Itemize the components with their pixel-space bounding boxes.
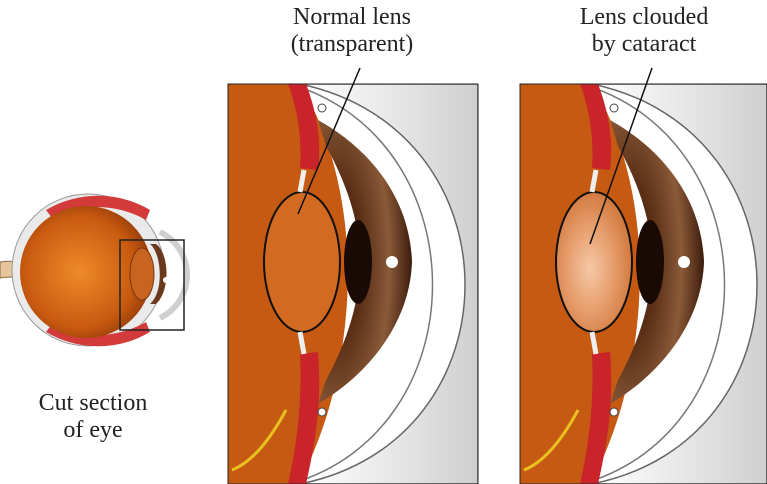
clouded-lens-label-line1: Lens clouded xyxy=(524,4,764,31)
clouded-lens-label-line2: by cataract xyxy=(524,31,764,58)
cut-section-label-line1: Cut section xyxy=(8,390,178,417)
cut-section-eye xyxy=(0,194,187,346)
clouded-lens-label: Lens clouded by cataract xyxy=(524,4,764,58)
small-highlight xyxy=(163,277,169,283)
normal-lens-label-line1: Normal lens xyxy=(232,4,472,31)
pupil xyxy=(344,220,372,304)
small-lens xyxy=(130,248,154,300)
clouded-lens xyxy=(556,192,632,332)
pupil-highlight xyxy=(386,256,398,268)
canal-top xyxy=(610,104,618,112)
normal-lens-panel xyxy=(228,68,478,484)
normal-lens xyxy=(264,192,340,332)
pupil xyxy=(636,220,664,304)
pupil-highlight xyxy=(678,256,690,268)
normal-lens-label-line2: (transparent) xyxy=(232,31,472,58)
canal-top xyxy=(318,104,326,112)
canal-bottom xyxy=(610,408,618,416)
normal-lens-label: Normal lens (transparent) xyxy=(232,4,472,58)
canal-bottom xyxy=(318,408,326,416)
cataract-lens-panel xyxy=(520,68,767,484)
cut-section-label: Cut section of eye xyxy=(8,390,178,444)
cut-section-label-line2: of eye xyxy=(8,417,178,444)
